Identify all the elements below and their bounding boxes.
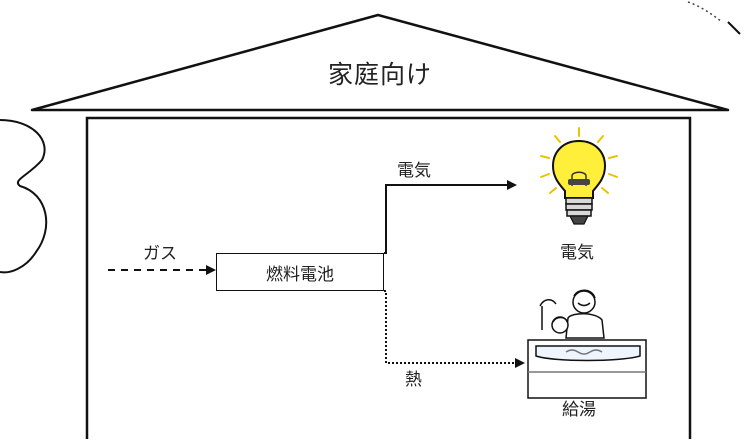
gas-arrowhead	[206, 265, 216, 275]
electric-output-line	[384, 184, 508, 254]
roof-shape	[30, 13, 730, 112]
bulb-caption: 電気	[560, 243, 594, 263]
arc-tail	[727, 21, 741, 35]
bath-caption: 給湯	[562, 400, 596, 420]
heat-line-label: 熱	[405, 370, 422, 390]
electric-line-label: 電気	[397, 161, 431, 181]
house-wall-outline	[85, 116, 692, 439]
dotted-arc	[687, 1, 723, 23]
cloud-shape	[0, 119, 48, 274]
heat-output-line	[384, 290, 516, 364]
fuel-cell-box: 燃料電池	[216, 253, 384, 291]
light-bulb-icon	[540, 127, 618, 225]
fuel-cell-label: 燃料電池	[266, 264, 334, 285]
bath-family-icon	[527, 289, 647, 399]
heat-arrowhead	[515, 358, 525, 368]
gas-label: ガス	[143, 244, 177, 264]
roof-label: 家庭向け	[328, 60, 433, 89]
electric-arrowhead	[507, 180, 517, 190]
